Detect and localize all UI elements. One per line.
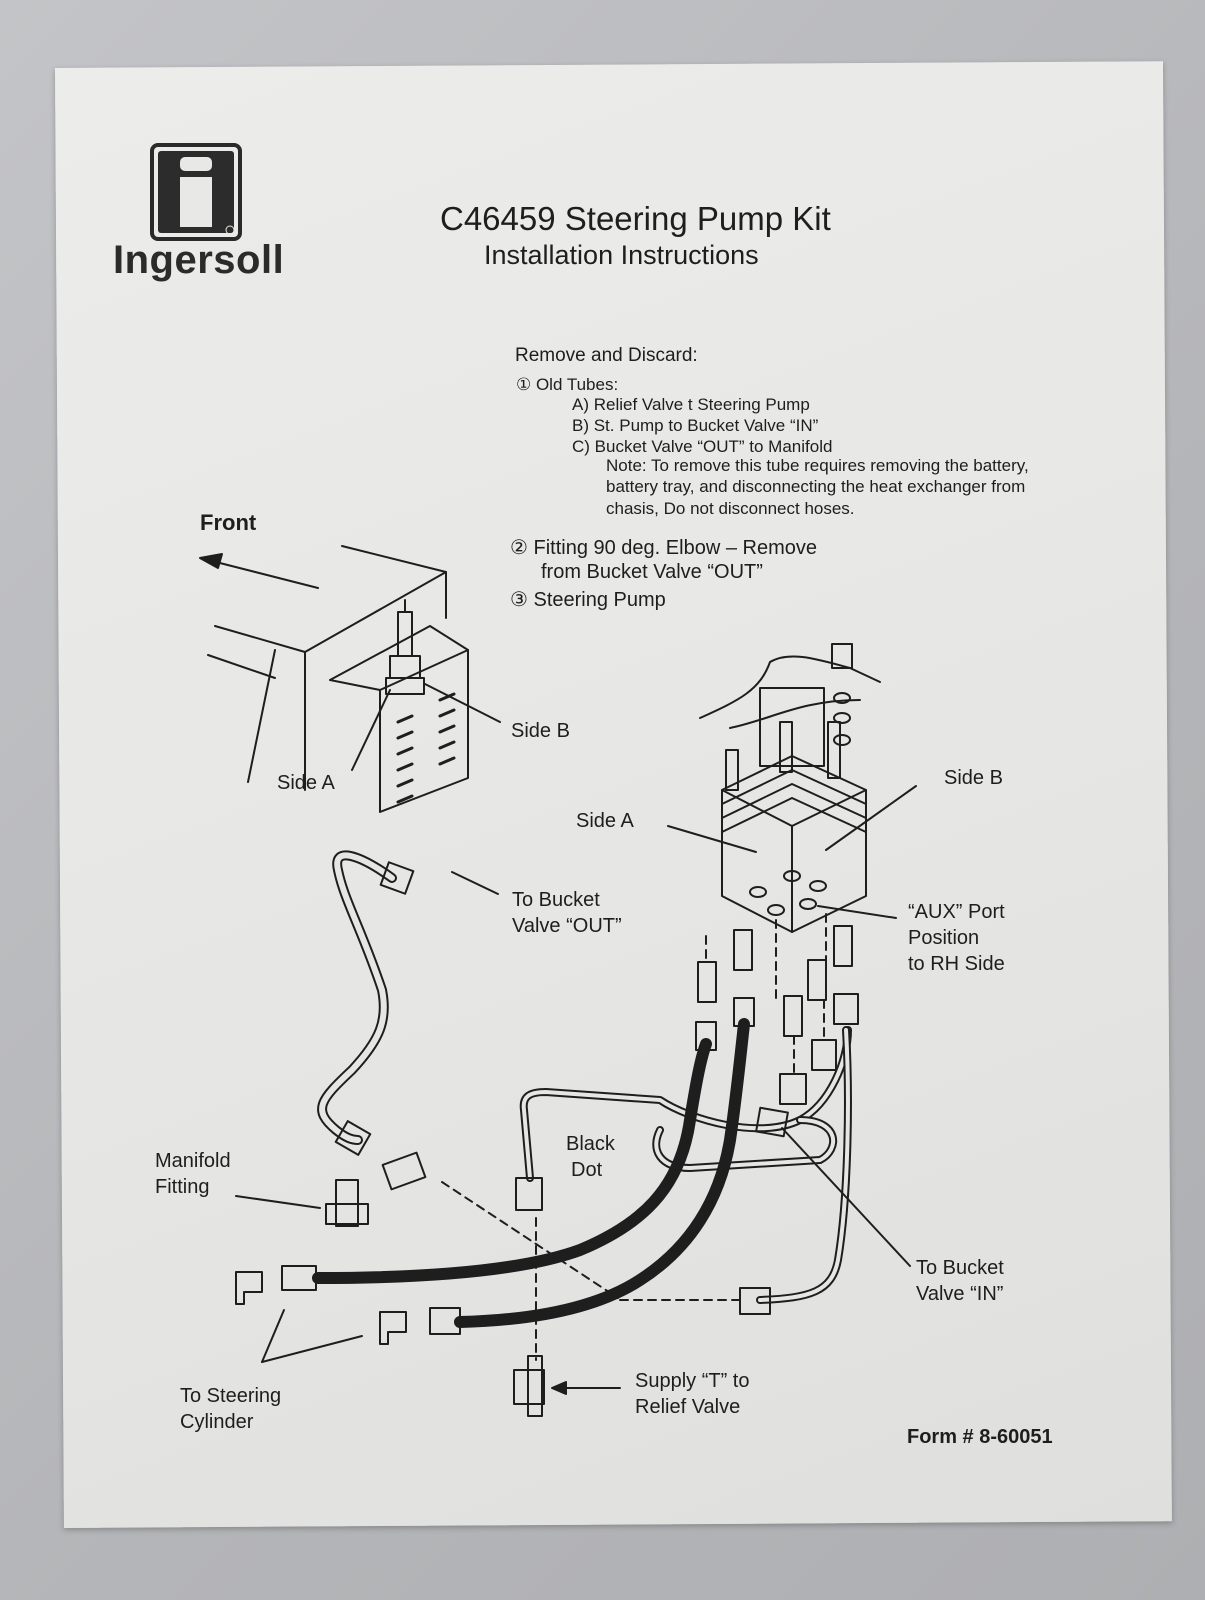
- steering-cylinder-label: To Steering: [180, 1385, 282, 1407]
- aux-port-label-line3: to RH Side: [908, 953, 1005, 975]
- black-dot-label: Black: [566, 1133, 615, 1155]
- page-title: C46459 Steering Pump Kit: [440, 200, 831, 237]
- item-fitting-elbow: ② Fitting 90 deg. Elbow – Remove: [510, 537, 817, 559]
- sub-item-a: A) Relief Valve t Steering Pump: [572, 395, 810, 414]
- sub-item-b: B) St. Pump to Bucket Valve “IN”: [572, 416, 819, 435]
- form-number: Form # 8-60051: [907, 1426, 1053, 1448]
- item-old-tubes: ① Old Tubes:: [516, 375, 619, 394]
- side-b-right-label: Side B: [944, 767, 1003, 789]
- manifold-fitting-label-line2: Fitting: [155, 1176, 210, 1198]
- to-bucket-out-label: To Bucket: [512, 889, 600, 911]
- ingersoll-logo: [150, 143, 242, 243]
- side-a-left-label: Side A: [277, 772, 335, 794]
- to-bucket-in-label-line2: Valve “IN”: [916, 1283, 1004, 1305]
- note-line-2: battery tray, and disconnecting the heat…: [606, 477, 1026, 496]
- to-bucket-out-label-line2: Valve “OUT”: [512, 915, 622, 937]
- remove-heading: Remove and Discard:: [515, 345, 698, 366]
- front-label: Front: [200, 510, 257, 535]
- side-a-right-label: Side A: [576, 810, 634, 832]
- to-bucket-in-label: To Bucket: [916, 1257, 1004, 1279]
- black-dot-label-line2: Dot: [571, 1159, 603, 1181]
- side-b-left-label: Side B: [511, 720, 570, 742]
- aux-port-label-line2: Position: [908, 927, 980, 949]
- steering-cylinder-label-line2: Cylinder: [180, 1411, 254, 1433]
- manifold-fitting-label: Manifold: [155, 1150, 231, 1172]
- item-steering-pump: ③ Steering Pump: [510, 589, 666, 611]
- brand-name: Ingersoll: [113, 238, 285, 282]
- supply-t-label: Supply “T” to: [635, 1370, 750, 1392]
- item-fitting-elbow-line2: from Bucket Valve “OUT”: [541, 561, 763, 583]
- sub-item-c: C) Bucket Valve “OUT” to Manifold: [572, 437, 833, 456]
- note-line-3: chasis, Do not disconnect hoses.: [606, 499, 855, 518]
- page-subtitle: Installation Instructions: [484, 240, 759, 270]
- aux-port-label: “AUX” Port: [908, 901, 1005, 923]
- supply-t-label-line2: Relief Valve: [635, 1396, 741, 1418]
- note-line-1: Note: To remove this tube requires remov…: [606, 456, 1029, 475]
